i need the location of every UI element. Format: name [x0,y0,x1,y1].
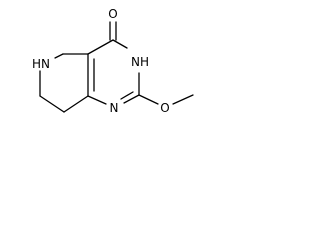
ring-nh-right-label: NH [131,55,149,69]
ring-nh-left-label: HN [32,57,50,71]
methoxy-oxygen-label: O [160,101,169,115]
bond-c4a-c4 [87,39,114,55]
bond-c2-n1-outer [123,94,140,104]
bond-c5-n6 [54,53,64,59]
bond-n1-c8a [87,95,107,105]
bond-o-ch3 [172,94,194,105]
bond-c8-c8a [63,95,89,113]
bond-lines [39,21,194,113]
bond-c7-c8 [39,95,65,113]
bond-c2-n1-inner [120,91,134,100]
bond-c2-o [138,94,159,105]
carbonyl-oxygen-label: O [108,7,117,21]
bond-c4-n3 [112,39,128,49]
chemical-structure-diagram: O HN NH N O [32,7,194,115]
ring-nitrogen-bottom-label: N [110,101,119,115]
